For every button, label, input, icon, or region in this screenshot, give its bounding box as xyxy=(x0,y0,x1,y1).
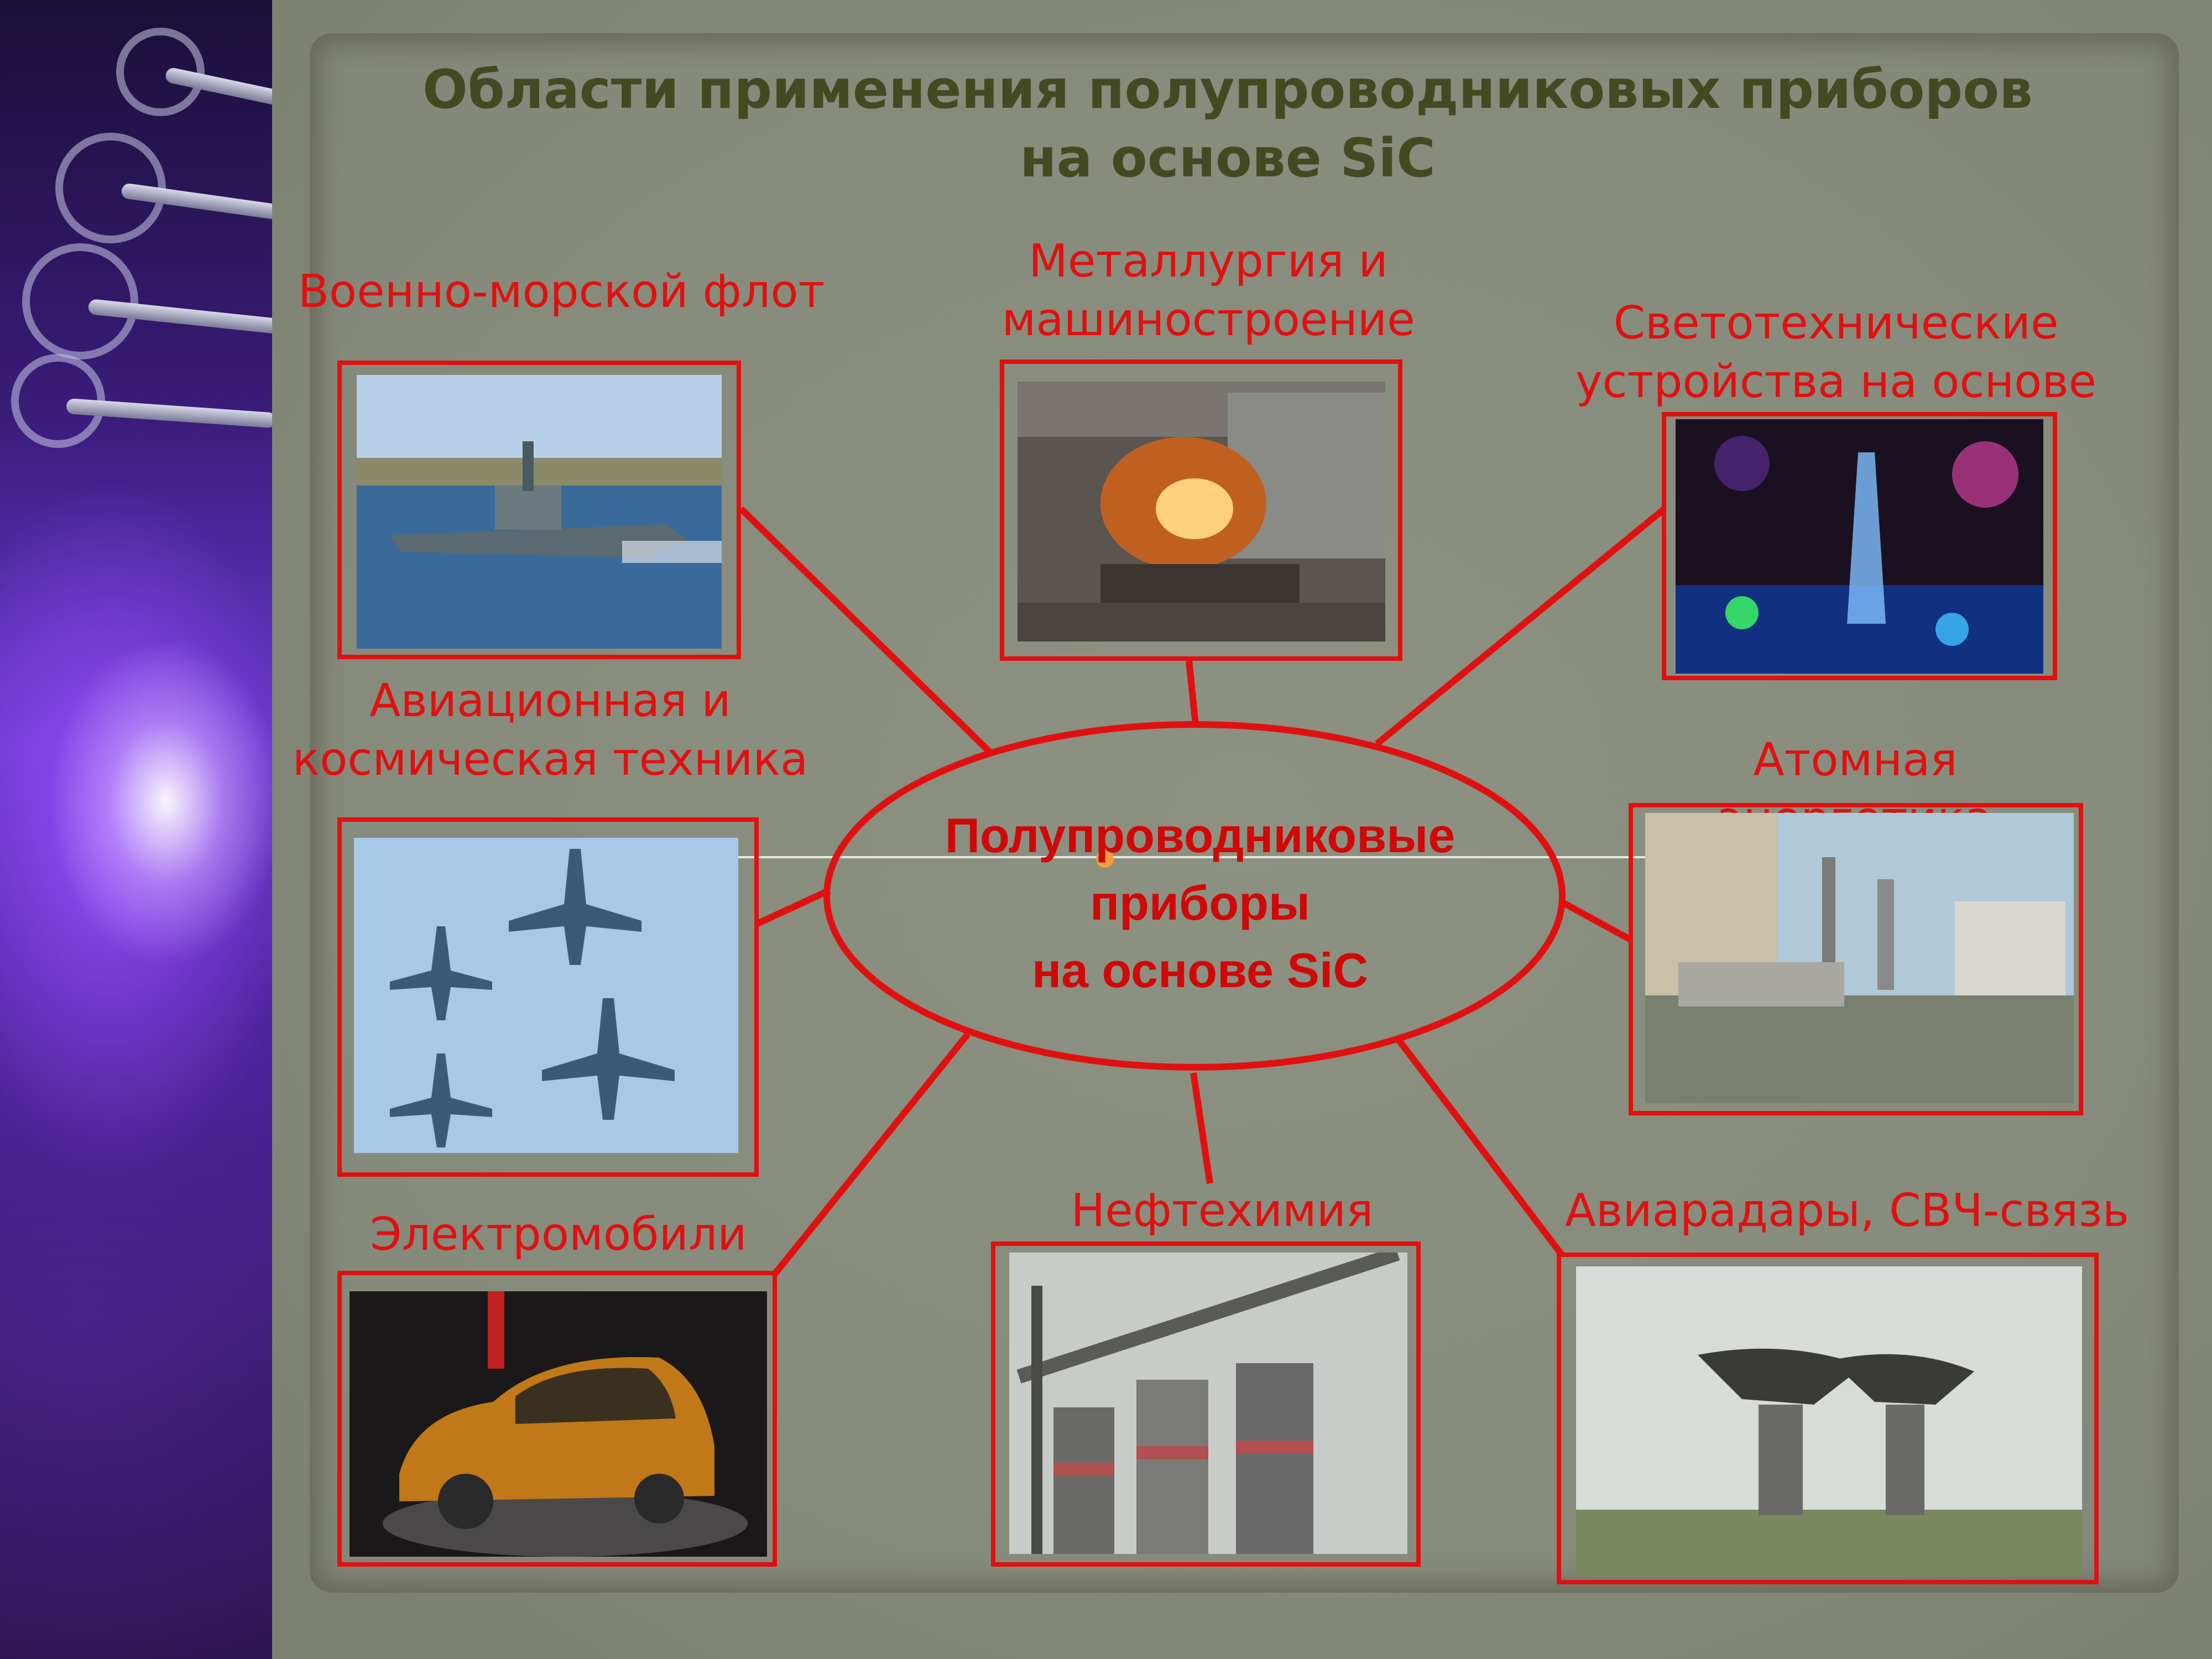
node-frame-metallurgy xyxy=(1000,359,1402,661)
node-frame-radar xyxy=(1557,1253,2099,1584)
connector-nuclear xyxy=(1559,898,1633,943)
node-frame-lighting xyxy=(1662,412,2057,680)
connector-metallurgy xyxy=(1186,660,1199,725)
node-frame-nuclear xyxy=(1629,803,2083,1115)
node-frame-navy xyxy=(337,361,741,659)
slide-title: Области применения полупроводниковых при… xyxy=(422,59,2033,189)
power-plant-photo xyxy=(1645,813,2074,1103)
ship-photo xyxy=(357,375,722,649)
led-fountain-photo xyxy=(1676,419,2043,674)
connector-electrocars xyxy=(771,1032,971,1277)
node-label-petrochem: Нефтехимия xyxy=(1071,1185,1374,1237)
car-photo xyxy=(349,1291,767,1557)
node-label-metallurgy: Металлургия и машиностроение xyxy=(1001,235,1415,346)
connector-lighting xyxy=(1375,506,1667,747)
orange-dot xyxy=(1096,850,1114,868)
connector-radar xyxy=(1394,1035,1565,1258)
connector-aviation xyxy=(756,887,831,927)
jets-photo xyxy=(354,838,738,1153)
node-label-radar: Авиарадары, СВЧ-связь xyxy=(1564,1185,2130,1237)
center-node-label: Полупроводниковые приборы на основе SiC xyxy=(945,808,1455,998)
furnace-photo xyxy=(1018,382,1385,641)
node-frame-aviation xyxy=(337,817,759,1177)
connector-petrochem xyxy=(1190,1072,1213,1184)
node-frame-petrochem xyxy=(991,1241,1421,1567)
center-ellipse xyxy=(823,721,1566,1071)
node-frame-electrocars xyxy=(337,1271,777,1567)
refinery-photo xyxy=(1009,1253,1407,1554)
radar-dishes-photo xyxy=(1576,1266,2082,1576)
connector-navy xyxy=(738,506,993,755)
left-decorative-panel xyxy=(0,0,288,1659)
node-label-electrocars: Электромобили xyxy=(370,1208,747,1261)
node-label-aviation: Авиационная и космическая техника xyxy=(292,675,808,786)
node-label-navy: Военно-морской флот xyxy=(298,265,825,318)
